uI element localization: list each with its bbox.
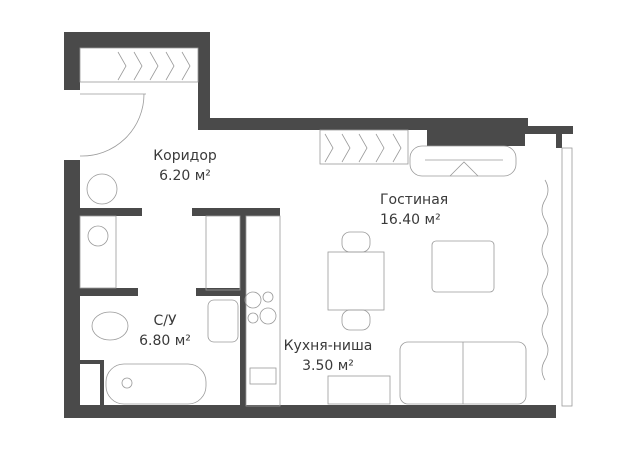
room-area: 6.20 м² (159, 168, 211, 184)
room-label-kitchen: Кухня-ниша 3.50 м² (272, 336, 384, 376)
window (561, 147, 573, 407)
toilet (91, 311, 129, 341)
entry-door-swing (79, 93, 146, 157)
kitchen-counter (245, 215, 281, 407)
room-label-bathroom: С/У 6.80 м² (125, 311, 205, 351)
room-area: 6.80 м² (139, 333, 191, 349)
dining-table (327, 251, 385, 311)
walls (64, 32, 573, 418)
round-table (86, 173, 118, 205)
bathroom-sink (207, 299, 239, 343)
curtain (541, 179, 549, 381)
bathtub (105, 363, 207, 405)
room-name: С/У (153, 313, 177, 329)
wardrobe-entry (79, 47, 199, 83)
kitchen-sink (249, 367, 277, 385)
radiator (327, 375, 391, 405)
room-area: 3.50 м² (302, 358, 354, 374)
room-name: Коридор (153, 148, 217, 164)
furniture (79, 47, 573, 407)
room-name: Гостиная (380, 192, 449, 208)
room-area: 16.40 м² (380, 212, 441, 228)
room-label-corridor: Коридор 6.20 м² (140, 146, 230, 186)
tv-stand (409, 145, 517, 177)
coffee-table (431, 240, 495, 293)
washer (79, 215, 117, 289)
wardrobe-living (319, 129, 409, 165)
wardrobe-hall (205, 215, 241, 291)
room-name: Кухня-ниша (283, 338, 373, 354)
room-label-living: Гостиная 16.40 м² (380, 190, 480, 230)
